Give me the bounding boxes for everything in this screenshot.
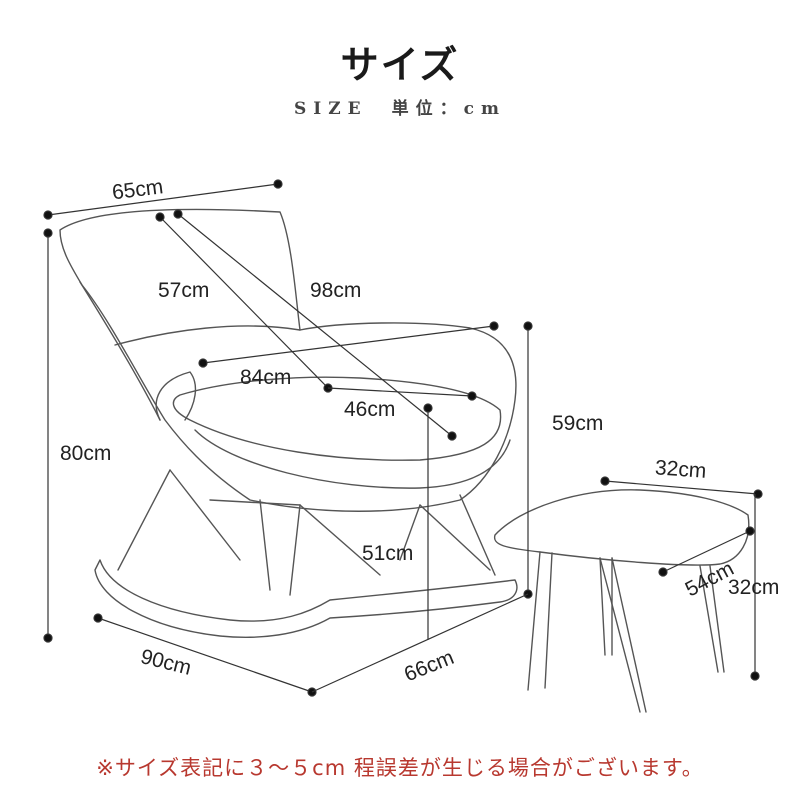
ottoman-illustration <box>493 489 750 713</box>
label-ottoman-width: 32cm <box>654 456 707 483</box>
page-title: サイズ <box>340 43 460 87</box>
label-ottoman-height: 32cm <box>728 576 779 599</box>
dimension-lines <box>43 179 763 697</box>
label-base-length: 90cm <box>138 645 193 680</box>
label-seat-height: 51cm <box>362 542 413 565</box>
rocking-chair-illustration <box>59 208 518 638</box>
label-seat-width: 84cm <box>240 366 291 389</box>
label-total-height: 80cm <box>60 442 111 465</box>
size-disclaimer-note: ※サイズ表記に３～５cm 程誤差が生じる場合がございます。 <box>96 756 704 780</box>
label-chair-depth: 98cm <box>310 279 361 302</box>
label-seat-depth: 57cm <box>158 279 209 302</box>
label-base-width: 66cm <box>401 646 457 687</box>
label-seat-inner: 46cm <box>344 398 395 421</box>
page-subtitle: SIZE 単位：cm <box>294 99 506 119</box>
label-ottoman-height-dim: 59cm <box>552 412 603 435</box>
